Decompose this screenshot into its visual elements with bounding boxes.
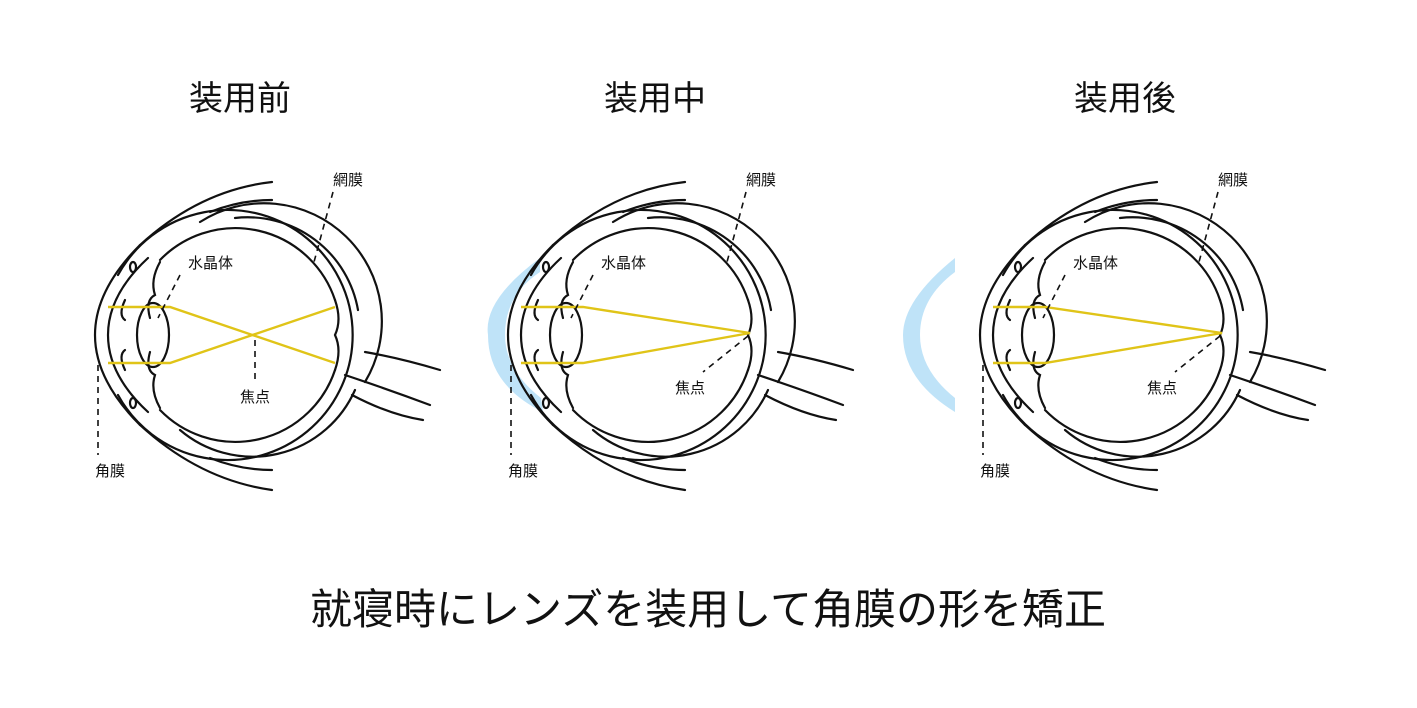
title-after: 装用後 (1074, 79, 1176, 119)
eye-after: 網膜 水晶体 焦点 角膜 (978, 171, 1327, 492)
title-before: 装用前 (189, 79, 291, 119)
contact-lens (487, 258, 543, 412)
retina-pointer (726, 191, 747, 263)
focus-pointer (702, 335, 749, 373)
label-lens: 水晶体 (601, 254, 646, 272)
eye-anatomy (978, 180, 1327, 492)
caption: 就寝時にレンズを装用して角膜の形を矯正 (310, 585, 1106, 634)
label-lens: 水晶体 (188, 254, 233, 272)
label-cornea: 角膜 (980, 462, 1010, 480)
eye-before: 網膜 水晶体 焦点 角膜 (93, 171, 442, 492)
light-ray-bottom (108, 305, 336, 365)
label-retina: 網膜 (333, 171, 363, 189)
lens-pointer (570, 274, 594, 319)
eye-anatomy (506, 180, 855, 492)
eye-anatomy (93, 180, 442, 492)
label-lens: 水晶体 (1073, 254, 1118, 272)
contact-lens (903, 258, 955, 412)
lens-pointer (1042, 274, 1066, 319)
label-focus: 焦点 (675, 379, 705, 397)
light-ray-top (108, 305, 336, 365)
removed-contact-lens (903, 258, 955, 412)
label-focus: 焦点 (240, 388, 270, 406)
label-retina: 網膜 (1218, 171, 1248, 189)
label-cornea: 角膜 (508, 462, 538, 480)
focus-pointer (1174, 335, 1221, 373)
retina-pointer (313, 191, 334, 263)
light-rays (993, 305, 1223, 365)
label-cornea: 角膜 (95, 462, 125, 480)
light-rays (521, 305, 751, 365)
title-during: 装用中 (604, 79, 706, 119)
retina-pointer (1198, 191, 1219, 263)
label-retina: 網膜 (746, 171, 776, 189)
eye-during: 網膜 水晶体 焦点 角膜 (487, 171, 855, 492)
lens-pointer (157, 274, 181, 319)
label-focus: 焦点 (1147, 379, 1177, 397)
